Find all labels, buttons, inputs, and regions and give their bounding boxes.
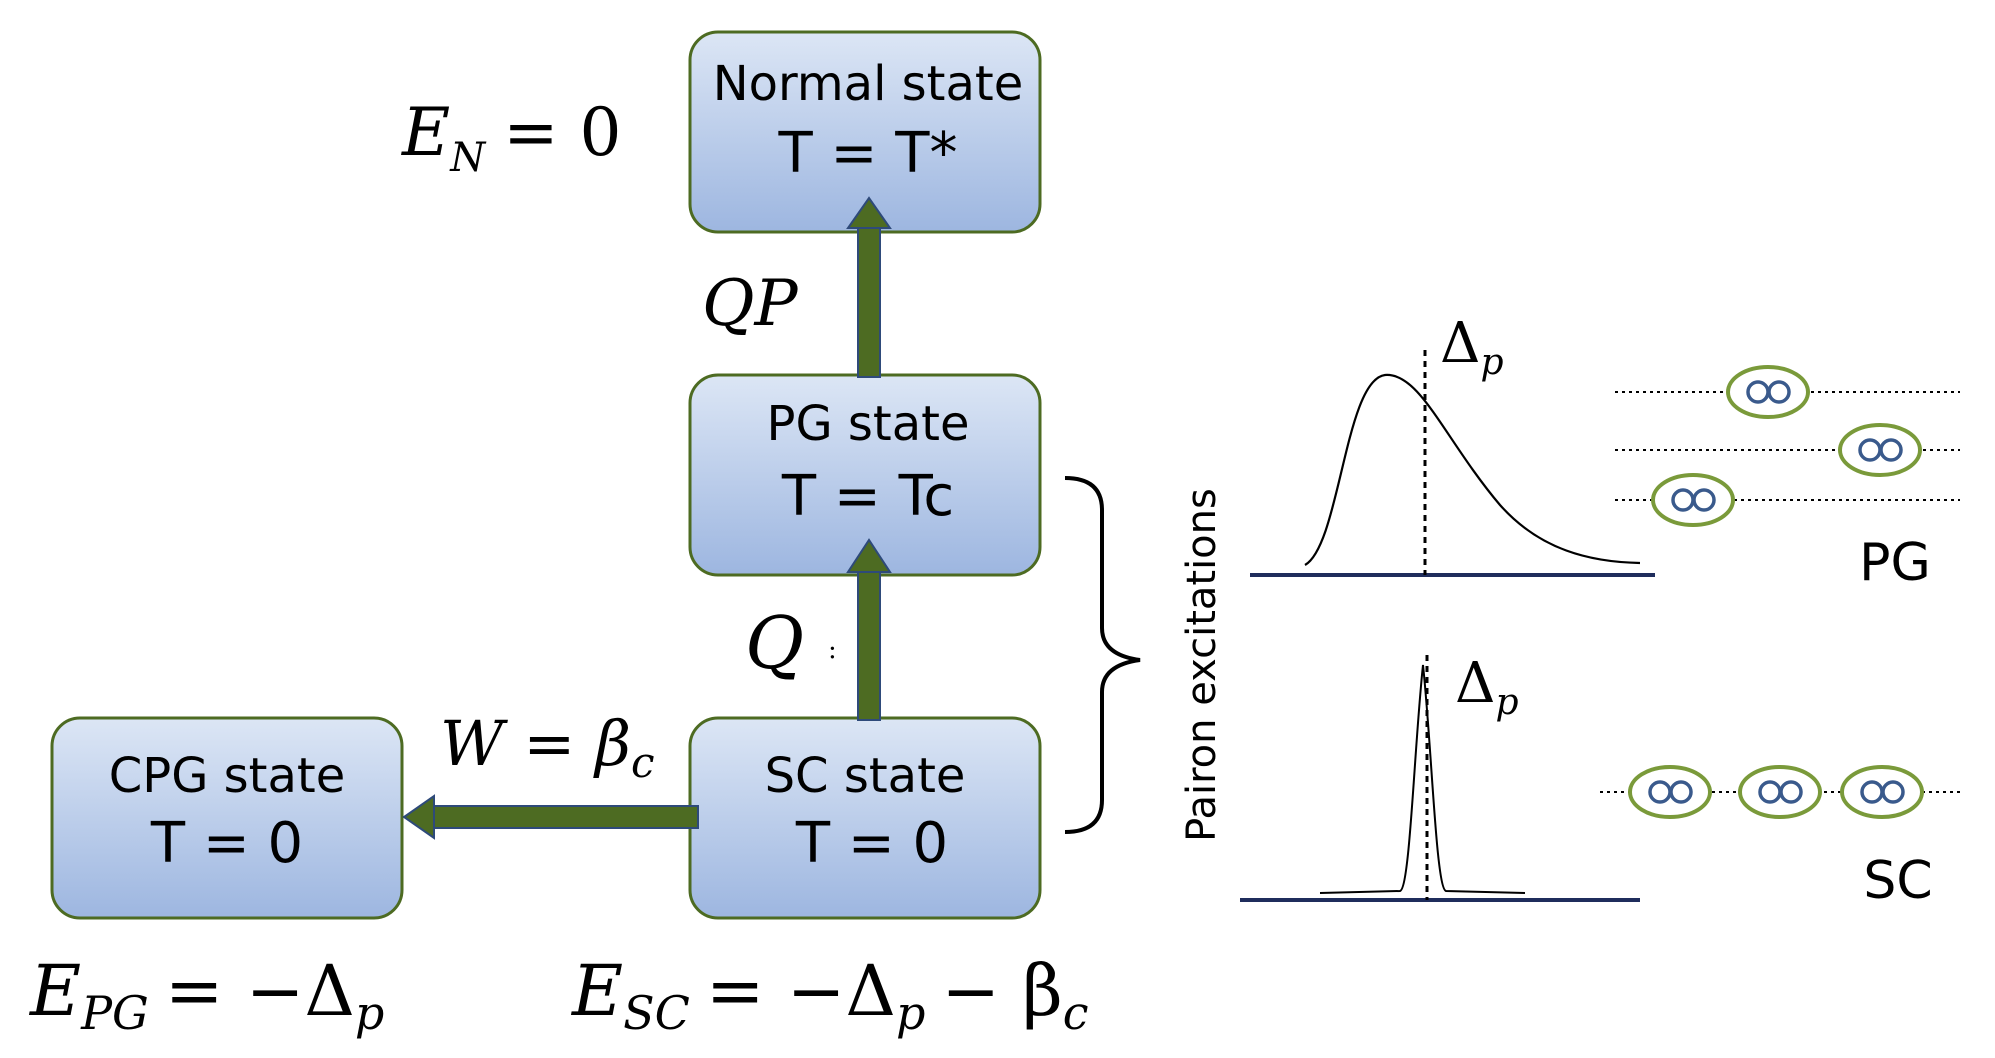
pairon-icon — [1628, 765, 1712, 819]
energy-pg: EPG = −Δp — [28, 950, 384, 1040]
pairon-icon — [1726, 365, 1810, 419]
arrow-pg-to-normal — [846, 196, 892, 378]
pairon-icon — [1738, 765, 1822, 819]
pairon-icon — [1651, 473, 1735, 527]
energy-normal: EN = 0 — [401, 94, 621, 181]
energy-sc-sub: SC — [623, 986, 690, 1040]
pg-state-box: PG state T = Tc — [688, 373, 1042, 577]
sc-gap-marker: Δp — [1455, 651, 1519, 723]
w-transition-main: W = β — [440, 707, 631, 780]
pg-distribution-curve — [1304, 373, 1641, 566]
normal-state-title: Normal state — [713, 56, 1024, 112]
energy-pg-sub: PG — [80, 986, 149, 1040]
energy-sc-rhs2: − β — [941, 950, 1062, 1032]
energy-normal-sym: E — [401, 94, 450, 171]
pairon-excitations-label: Pairon excitations — [1179, 488, 1225, 842]
pg-panel-label: PG — [1859, 533, 1931, 593]
pg-distribution-panel: Δp — [1250, 311, 1655, 577]
energy-normal-rhs: = 0 — [503, 94, 621, 171]
sc-distribution-panel: Δp — [1240, 651, 1640, 902]
cpg-state-temp: T = 0 — [150, 811, 303, 876]
energy-sc-rhs1-sub: p — [896, 986, 925, 1040]
q-transition-label: Q — [745, 601, 804, 685]
grouping-brace — [1064, 476, 1141, 834]
sc-gap-marker-sym: Δ — [1455, 651, 1495, 716]
arrow-sc-to-pg — [846, 538, 892, 721]
q-transition-extra: : — [828, 635, 837, 665]
arrow-sc-to-cpg — [402, 794, 699, 840]
pairon-icon — [1838, 423, 1922, 477]
w-transition-label: W = βc — [440, 707, 654, 787]
pg-gap-marker: Δp — [1440, 311, 1504, 383]
energy-sc: ESC = −Δp − βc — [570, 950, 1089, 1040]
energy-pg-sym: E — [28, 950, 81, 1032]
energy-sc-rhs2-sub: c — [1063, 986, 1089, 1040]
pg-state-title: PG state — [767, 396, 970, 452]
normal-state-temp: T = T* — [778, 121, 958, 186]
energy-pg-rhs-sub: p — [355, 986, 384, 1040]
sc-state-title: SC state — [765, 748, 966, 804]
qp-transition-label: QP — [702, 267, 798, 341]
sc-panel-label: SC — [1863, 851, 1932, 911]
sc-pair-levels: SC — [1600, 765, 1960, 911]
cpg-state-box: CPG state T = 0 — [50, 716, 404, 920]
sc-state-temp: T = 0 — [795, 811, 948, 876]
pg-gap-marker-sym: Δ — [1440, 311, 1480, 376]
sc-state-box: SC state T = 0 — [688, 716, 1042, 920]
energy-sc-rhs1: = −Δ — [706, 950, 896, 1032]
energy-normal-sub: N — [449, 135, 487, 181]
w-transition-sub: c — [631, 738, 655, 787]
pg-pair-levels: PG — [1615, 365, 1960, 593]
energy-sc-sym: E — [570, 950, 623, 1032]
pairon-icon — [1840, 765, 1924, 819]
pg-state-temp: T = Tc — [781, 464, 954, 529]
normal-state-box: Normal state T = T* — [688, 30, 1042, 234]
sc-gap-marker-sub: p — [1495, 682, 1518, 723]
pg-gap-marker-sub: p — [1480, 342, 1503, 383]
energy-pg-rhs: = −Δ — [165, 950, 355, 1032]
cpg-state-title: CPG state — [109, 748, 346, 804]
sc-distribution-curve — [1319, 664, 1526, 894]
